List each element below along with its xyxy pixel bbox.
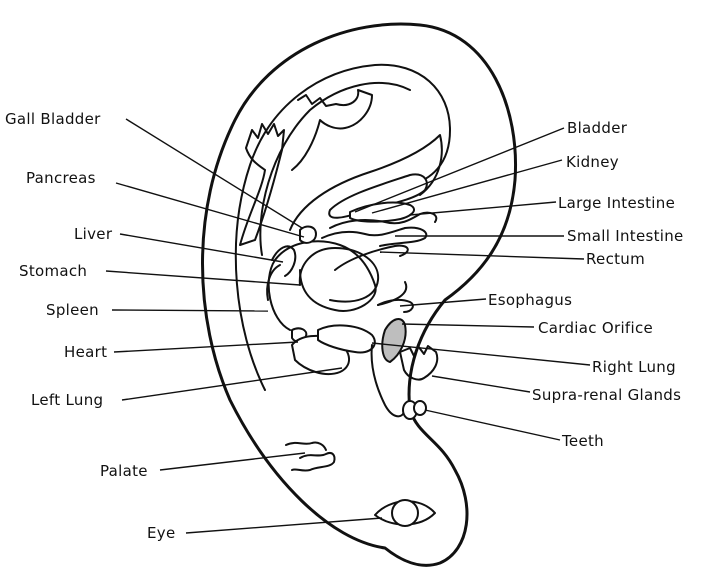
label-gall-bladder: Gall Bladder xyxy=(5,110,101,128)
gall-bladder-organ xyxy=(300,227,316,243)
label-cardiac-orifice: Cardiac Orifice xyxy=(538,319,653,337)
scapha-hand-shape xyxy=(240,124,284,245)
leader-heart xyxy=(114,342,298,352)
cardiac-orifice-organ xyxy=(382,319,405,362)
label-supra-renal-glands: Supra-renal Glands xyxy=(532,386,681,404)
label-right-lung: Right Lung xyxy=(592,358,676,376)
leader-large-intestine xyxy=(410,202,556,215)
triangular-fossa-foot-shape xyxy=(292,90,372,170)
leader-supra-renal-glands xyxy=(432,376,530,392)
label-liver: Liver xyxy=(74,225,113,243)
leader-esophagus xyxy=(400,299,486,306)
leader-cardiac-orifice xyxy=(402,324,534,327)
supra-renal-glands-organ xyxy=(400,346,437,380)
teeth-organ-2 xyxy=(414,401,426,415)
label-eye: Eye xyxy=(147,524,175,542)
leader-palate xyxy=(160,453,305,470)
label-rectum: Rectum xyxy=(586,250,645,268)
label-large-intestine: Large Intestine xyxy=(558,194,675,212)
leader-spleen xyxy=(112,310,268,311)
eye-iris xyxy=(392,500,418,526)
label-left-lung: Left Lung xyxy=(31,391,103,409)
palate-organ xyxy=(286,442,335,470)
leader-bladder xyxy=(355,128,564,212)
leader-teeth xyxy=(425,410,560,440)
ear-outer-outline xyxy=(203,24,516,565)
label-bladder: Bladder xyxy=(567,119,628,137)
cavum-concha-boundary xyxy=(269,241,407,330)
label-esophagus: Esophagus xyxy=(488,291,572,309)
leader-right-lung xyxy=(372,343,590,365)
leader-rectum xyxy=(380,252,584,259)
label-stomach: Stomach xyxy=(19,262,87,280)
label-spleen: Spleen xyxy=(46,301,99,319)
label-palate: Palate xyxy=(100,462,148,480)
label-small-intestine: Small Intestine xyxy=(567,227,684,245)
leader-eye xyxy=(186,518,382,533)
label-heart: Heart xyxy=(64,343,107,361)
leader-left-lung xyxy=(122,368,342,400)
label-pancreas: Pancreas xyxy=(26,169,96,187)
label-kidney: Kidney xyxy=(566,153,619,171)
label-teeth: Teeth xyxy=(561,432,604,450)
stomach-organ xyxy=(300,248,378,302)
